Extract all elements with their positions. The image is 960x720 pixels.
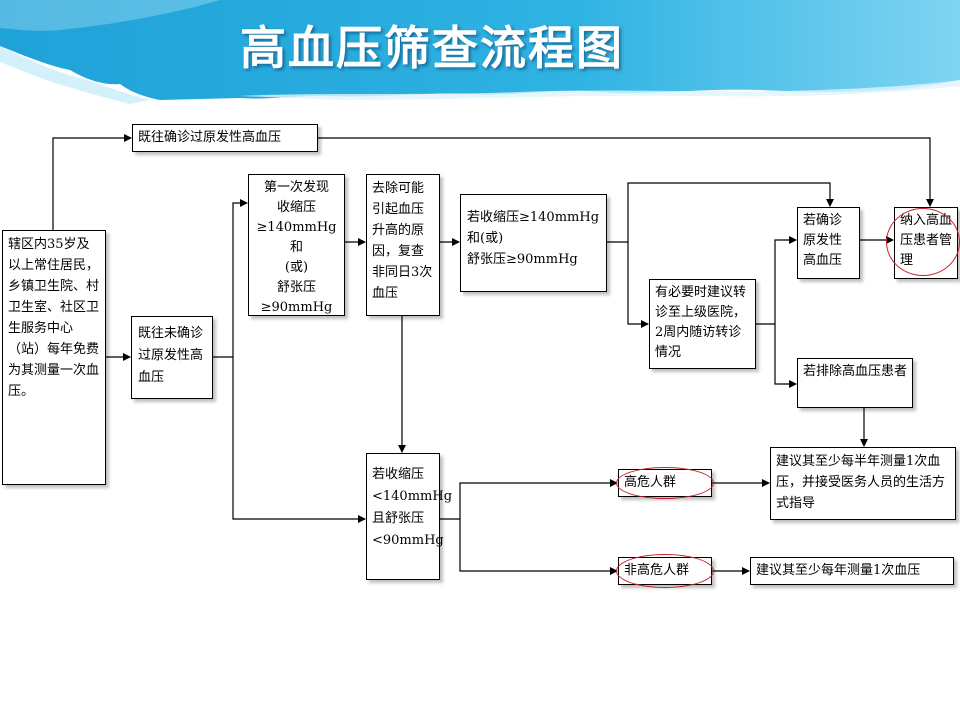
advice-yearly-box: 建议其至少每年测量1次血压 (750, 557, 954, 585)
high-risk-box: 高危人群 (618, 469, 712, 497)
recheck-low-box: 若收缩压<140mmHg且舒张压<90mmHg (366, 453, 453, 580)
first-found-text: 第一次发现 收缩压 ≥140mmHg和 (或) 舒张压 ≥90mmHg (256, 180, 337, 315)
recheck-high-box: 若收缩压≥140mmHg 和(或) 舒张压≥90mmHg (460, 194, 607, 292)
connector-arrow (52, 134, 132, 230)
non-high-risk-text: 非高危人群 (624, 563, 690, 578)
not-diagnosed-box: 既往未确诊过原发性高血压 (131, 316, 213, 399)
first-found-box: 第一次发现 收缩压 ≥140mmHg和 (或) 舒张压 ≥90mmHg (248, 174, 345, 316)
advice-yearly-text: 建议其至少每年测量1次血压 (756, 563, 921, 578)
connector-arrow (232, 199, 248, 357)
confirmed-text: 若确诊原发性高血压 (803, 213, 843, 268)
residents-text: 辖区内35岁及以上常住居民，乡镇卫生院、村卫生室、社区卫生服务中心（站）每年免费… (8, 237, 100, 399)
recheck-high-text: 若收缩压≥140mmHg 和(或) 舒张压≥90mmHg (467, 210, 600, 267)
excluded-text: 若排除高血压患者 (803, 364, 908, 379)
not-diagnosed-text: 既往未确诊过原发性高血压 (138, 326, 204, 385)
confirmed-box: 若确诊原发性高血压 (797, 207, 860, 279)
connector-arrow (318, 137, 934, 207)
previously-diagnosed-box: 既往确诊过原发性高血压 (132, 124, 318, 152)
non-high-risk-box: 非高危人群 (618, 557, 712, 585)
previously-diagnosed-text: 既往确诊过原发性高血压 (138, 130, 282, 145)
connector-arrow (627, 182, 834, 242)
advice-half-year-text: 建议其至少每半年测量1次血压，并接受医务人员的生活方式指导 (776, 454, 946, 511)
high-risk-text: 高危人群 (624, 475, 677, 490)
connector-arrow (774, 324, 797, 388)
connector-arrow (627, 242, 649, 328)
remove-causes-box: 去除可能引起血压升高的原因，复查非同日3次血压 (366, 174, 440, 316)
remove-causes-text: 去除可能引起血压升高的原因，复查非同日3次血压 (372, 181, 433, 301)
manage-text: 纳入高血压患者管理 (900, 213, 953, 268)
connector-arrow (459, 479, 618, 519)
page-title: 高血压筛查流程图 (240, 21, 624, 75)
connector-arrow (459, 519, 618, 575)
residents-box: 辖区内35岁及以上常住居民，乡镇卫生院、村卫生室、社区卫生服务中心（站）每年免费… (2, 230, 106, 485)
connector-arrow (232, 357, 366, 523)
referral-text: 有必要时建议转诊至上级医院，2周内随访转诊情况 (655, 285, 747, 360)
referral-box: 有必要时建议转诊至上级医院，2周内随访转诊情况 (649, 279, 756, 369)
advice-half-year-box: 建议其至少每半年测量1次血压，并接受医务人员的生活方式指导 (770, 447, 956, 520)
manage-box: 纳入高血压患者管理 (894, 207, 958, 279)
header-banner (0, 0, 960, 104)
recheck-low-text: 若收缩压<140mmHg且舒张压<90mmHg (372, 467, 453, 548)
connector-arrow (774, 236, 797, 324)
excluded-box: 若排除高血压患者 (797, 358, 913, 408)
